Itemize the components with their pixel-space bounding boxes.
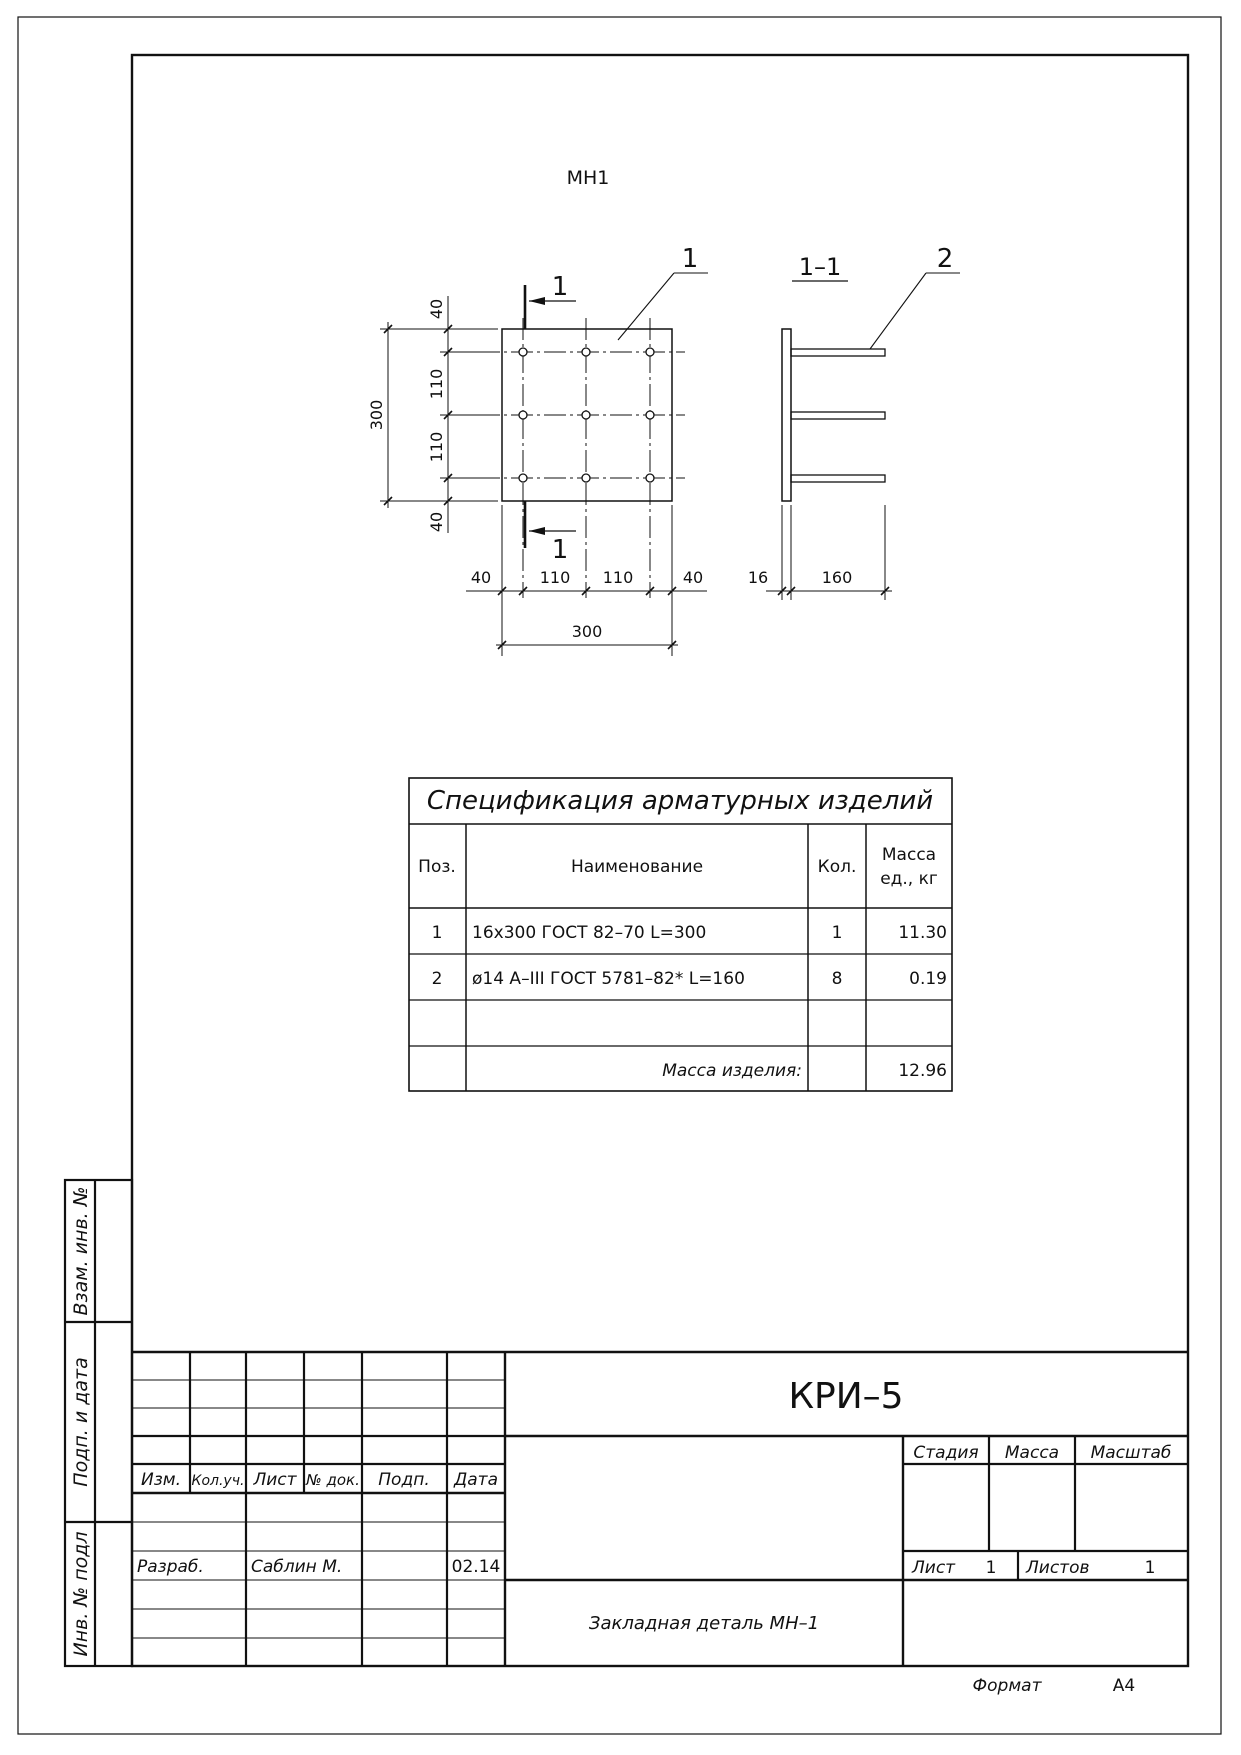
spec-table: Спецификация арматурных изделий Поз. Наи… (408, 777, 953, 1092)
dim-h-110-a: 110 (540, 568, 571, 587)
position-1-label: 1 (682, 244, 699, 274)
razrab-name: Саблин М. (251, 1557, 342, 1577)
rod-2 (790, 411, 886, 420)
spec-header-mass-2: ед., кг (880, 869, 938, 889)
spec-row-2-pos: 2 (432, 969, 443, 989)
format-value: A4 (1113, 1676, 1135, 1696)
title-block: Изм. Кол.уч. Лист № док. Подп. Дата Разр… (132, 1350, 1188, 1696)
col-podp: Подп. (378, 1470, 429, 1490)
document-title: Закладная деталь МН–1 (589, 1613, 819, 1634)
razrab-date: 02.14 (452, 1557, 501, 1577)
stadia-label: Стадия (913, 1443, 978, 1463)
document-code: КРИ–5 (788, 1376, 903, 1417)
dim-h-110-b: 110 (603, 568, 634, 587)
col-kol-uch: Кол.уч. (192, 1473, 245, 1489)
section-view: 1–1 2 16 160 (748, 244, 960, 600)
side-stamp: Взам. инв. № Подп. и дата Инв. № подл (63, 1178, 134, 1668)
list-label: Лист (911, 1558, 956, 1578)
spec-title: Спецификация арматурных изделий (427, 786, 933, 816)
vertical-dimensions: 40 110 110 40 300 (367, 296, 498, 533)
dim-v-110-b: 110 (427, 432, 446, 463)
position-2-label: 2 (937, 244, 954, 274)
col-ndok: № док. (305, 1471, 360, 1489)
spec-row-2-qty: 8 (832, 969, 843, 989)
trim-border (17, 16, 1222, 1735)
spec-total-label: Масса изделия: (662, 1061, 802, 1081)
drawing-frame (130, 53, 1190, 1668)
spec-row-1-pos: 1 (432, 923, 443, 943)
dim-h-300: 300 (572, 622, 603, 641)
masshtab-label: Масштаб (1091, 1443, 1172, 1463)
rod-3 (790, 474, 886, 483)
dim-v-110-a: 110 (427, 369, 446, 400)
section-title: 1–1 (799, 253, 842, 281)
spec-header-pos: Поз. (418, 857, 456, 877)
listov-label: Листов (1025, 1558, 1090, 1578)
section-mark-bottom: 1 (552, 535, 569, 565)
spec-row-1-mass: 11.30 (898, 923, 947, 943)
side-inv: Инв. № подл (70, 1531, 92, 1656)
spec-total-value: 12.96 (898, 1061, 947, 1081)
listov-value: 1 (1145, 1558, 1156, 1578)
dim-s-160: 160 (822, 568, 853, 587)
section-mark-top: 1 (552, 272, 569, 302)
spec-row-1-qty: 1 (832, 923, 843, 943)
dim-s-16: 16 (748, 568, 768, 587)
section-plate (781, 328, 792, 502)
spec-row-2-mass: 0.19 (909, 969, 947, 989)
razrab-label: Разраб. (137, 1557, 204, 1577)
dim-v-300: 300 (367, 400, 386, 431)
section-cut-marks: 1 1 (523, 272, 576, 565)
anchor-holes (518, 347, 655, 483)
spec-row-2-name: ø14 A–III ГОСТ 5781–82* L=160 (472, 969, 745, 989)
spec-row-1-name: 16x300 ГОСТ 82–70 L=300 (472, 923, 706, 943)
format-label: Формат (973, 1676, 1043, 1696)
dim-v-40-top: 40 (427, 299, 446, 319)
dim-h-40-left: 40 (471, 568, 491, 587)
spec-header-mass-1: Масса (882, 845, 936, 865)
horizontal-dimensions: 40 110 110 40 300 (466, 505, 707, 656)
side-podp: Подп. и дата (70, 1357, 92, 1486)
dim-h-40-right: 40 (683, 568, 703, 587)
dim-v-40-bottom: 40 (427, 512, 446, 532)
drawing-area: МН1 1 1 1 (367, 167, 960, 656)
rod-1 (790, 348, 886, 357)
massa-label: Масса (1005, 1443, 1059, 1463)
spec-header-qty: Кол. (818, 857, 857, 877)
drawing-title: МН1 (567, 167, 610, 189)
spec-header-name: Наименование (571, 857, 703, 877)
col-izm: Изм. (141, 1470, 181, 1490)
list-value: 1 (986, 1558, 997, 1578)
col-data: Дата (453, 1470, 498, 1490)
col-list: Лист (252, 1470, 297, 1490)
side-vzam: Взам. инв. № (70, 1186, 92, 1315)
